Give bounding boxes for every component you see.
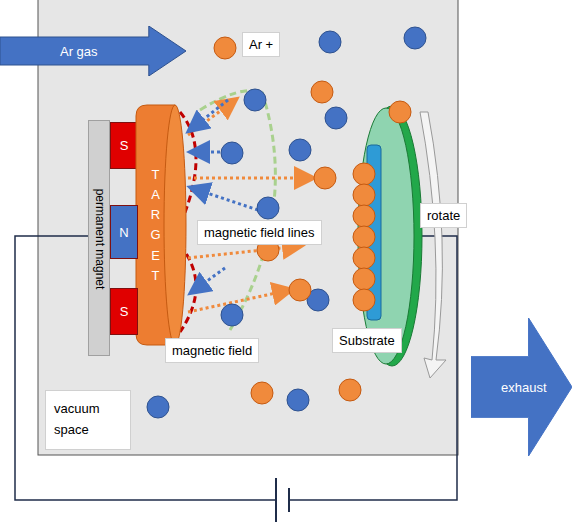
node-label: TARGET (149, 165, 162, 286)
magnet-pole: N (110, 205, 138, 259)
argon-ion (325, 107, 347, 129)
label-box: rotate (420, 203, 467, 228)
permanent-magnet: permanent magnet (88, 120, 110, 356)
film-atom (353, 289, 375, 311)
argon-ion (221, 142, 243, 164)
node-label: S (120, 138, 129, 153)
node-label: S (120, 304, 129, 319)
particles (147, 27, 426, 418)
argon-ion (319, 31, 341, 53)
node-label: magnetic field (172, 343, 252, 358)
node-label: exhaust (501, 380, 547, 395)
label-box: Substrate (332, 328, 402, 353)
argon-ion (287, 389, 309, 411)
label-box: vacuum space (45, 390, 131, 450)
node-label: permanent magnet (93, 189, 107, 290)
target-atom (389, 101, 411, 123)
target-atom (251, 382, 273, 404)
magnet-pole: S (110, 288, 138, 335)
node-label: vacuum space (54, 399, 122, 441)
film-atom (353, 205, 375, 227)
rotate-arrow (420, 112, 446, 378)
argon-ion (147, 396, 169, 418)
sputter-target: TARGET (135, 104, 187, 346)
magnet-pole: S (110, 122, 138, 169)
target-atom (289, 279, 311, 301)
film-atom (353, 226, 375, 248)
film-atom (353, 247, 375, 269)
node-label: magnetic field lines (204, 225, 315, 240)
node-label: Substrate (339, 333, 395, 348)
node-label: N (119, 225, 128, 240)
film-atom (353, 268, 375, 290)
particle-paths (188, 100, 312, 312)
argon-ion (257, 197, 279, 219)
target-atom (214, 37, 236, 59)
film-atom (353, 184, 375, 206)
label-box: magnetic field lines (197, 220, 322, 245)
flow-arrow: exhaust (471, 318, 572, 456)
label-box: magnetic field (165, 338, 259, 363)
argon-ion (289, 139, 311, 161)
node-label: rotate (427, 208, 460, 223)
label-box: Ar + (242, 32, 280, 57)
target-shape (135, 104, 187, 346)
flow-arrow: Ar gas (0, 26, 186, 76)
vacuum-chamber (38, 0, 458, 455)
target-atom (311, 81, 333, 103)
argon-ion (221, 304, 243, 326)
deposited-atoms (353, 163, 375, 311)
node-label: Ar gas (60, 44, 98, 59)
target-atom (339, 379, 361, 401)
argon-ion (404, 27, 426, 49)
node-label: Ar + (249, 37, 273, 52)
argon-ion (244, 89, 266, 111)
target-atom (314, 167, 336, 189)
film-atom (353, 163, 375, 185)
